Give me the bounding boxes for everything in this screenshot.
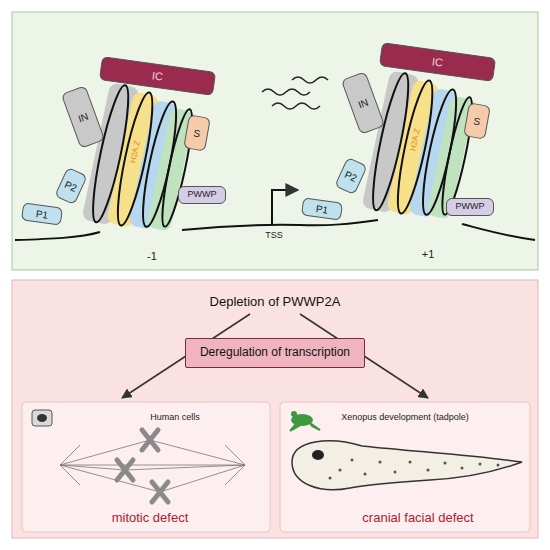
tss-arrow [272, 190, 298, 224]
tadpole [339, 469, 342, 472]
node-text: P1 [35, 208, 49, 221]
node-text: IN [76, 110, 89, 124]
position-label: +1 [422, 248, 435, 260]
node-text: P1 [315, 203, 329, 216]
protein-box: S [463, 102, 491, 139]
dna-strand [462, 224, 535, 240]
protein-box: IN [61, 85, 105, 148]
tadpole [292, 441, 522, 490]
subpanel [22, 402, 270, 532]
protein-box: P2 [54, 167, 87, 205]
tadpole [461, 467, 464, 470]
frog-icon [290, 411, 320, 431]
tadpole [292, 441, 522, 490]
chromosome [152, 482, 168, 502]
histone-label: H2A.Z [409, 128, 422, 152]
bottom-panel [12, 280, 538, 538]
tadpole [394, 471, 397, 474]
node-text: IC [151, 69, 164, 83]
transcript-waves [272, 103, 320, 109]
panel-title: Xenopus development (tadpole) [341, 413, 469, 423]
tadpole [329, 477, 332, 480]
protein-box: PWWP [446, 198, 494, 216]
protein-box: P2 [334, 157, 367, 195]
chromosome [117, 460, 133, 480]
dna-strand [15, 220, 535, 240]
node-text: S [473, 115, 481, 127]
node-text: PWWP [188, 190, 217, 200]
node-text: IC [431, 55, 444, 69]
cell-icon [32, 410, 52, 426]
protein-box: IC [379, 42, 496, 82]
histone-label: H2A.Z [129, 140, 142, 164]
protein-box: IN [341, 71, 385, 134]
cell-icon [37, 414, 47, 422]
tadpole [409, 461, 412, 464]
frog-icon [291, 411, 297, 417]
transcript-waves [262, 77, 328, 109]
nucleosome [136, 99, 182, 228]
tadpole [329, 459, 500, 480]
node-text: S [193, 127, 201, 139]
cause-label: Depletion of PWWP2A [210, 295, 341, 309]
top-panel [12, 12, 538, 270]
dna-strand [182, 220, 378, 230]
position-label: -1 [147, 250, 157, 262]
tss-label: TSS [265, 231, 283, 241]
node-text: P2 [343, 168, 359, 183]
nucleosome [111, 90, 159, 227]
nucleosome [391, 78, 439, 215]
chromosome [117, 430, 168, 502]
frog-icon [290, 423, 320, 431]
protein-box: PWWP [178, 186, 226, 204]
protein-box: P1 [301, 197, 343, 220]
subpanel [280, 402, 530, 532]
phenotype-label: mitotic defect [112, 511, 189, 525]
tadpole [444, 462, 447, 465]
protein-box: P1 [21, 202, 63, 225]
node-text: IN [356, 96, 369, 110]
tadpole [351, 459, 354, 462]
nucleosome [81, 82, 199, 238]
tadpole [379, 461, 382, 464]
nucleosome [86, 83, 199, 238]
chromosome [142, 430, 158, 450]
node-text: P2 [63, 178, 79, 193]
transcript-waves [262, 89, 310, 95]
tadpole [312, 450, 324, 460]
cell-icon [32, 410, 52, 426]
panel-title: Human cells [150, 413, 200, 423]
protein-box: IC [99, 56, 216, 96]
node-text: PWWP [456, 202, 485, 212]
tadpole [479, 463, 482, 466]
node-text: Deregulation of transcription [200, 346, 350, 359]
tadpole [427, 469, 430, 472]
nucleosome [86, 83, 135, 224]
tadpole [364, 473, 367, 476]
process-box: Deregulation of transcription [185, 338, 365, 368]
effect-arrows [122, 314, 428, 398]
tadpole [497, 464, 500, 467]
nucleosome [366, 71, 415, 212]
protein-box: S [183, 114, 211, 151]
phenotype-label: cranial facial defect [362, 511, 473, 525]
dna-strand [15, 232, 100, 240]
mitotic-spindle [60, 445, 245, 485]
transcript-waves [292, 77, 328, 83]
